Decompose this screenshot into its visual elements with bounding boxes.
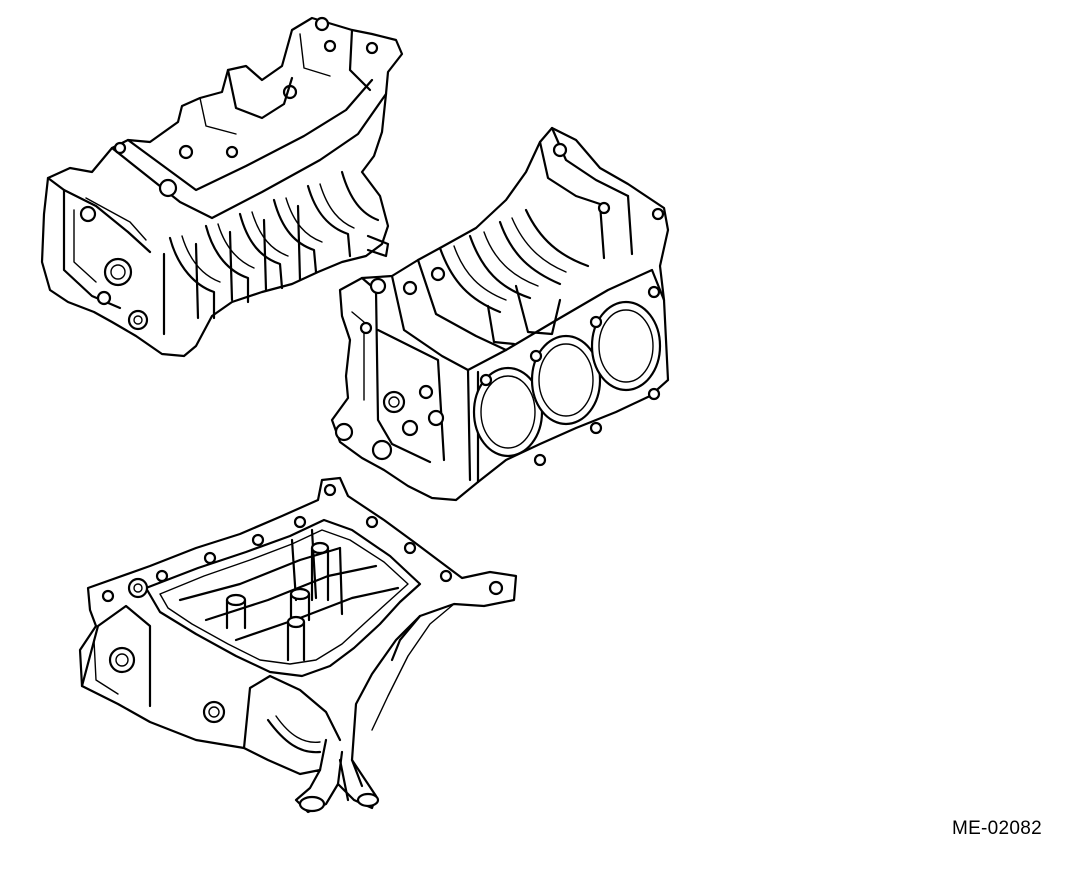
figure-code-label: ME-02082 — [951, 818, 1042, 839]
cylinder-block-three-bore — [330, 126, 670, 502]
upper-crankcase-half — [40, 16, 404, 358]
lower-crankcase-oil-pan — [78, 476, 518, 814]
